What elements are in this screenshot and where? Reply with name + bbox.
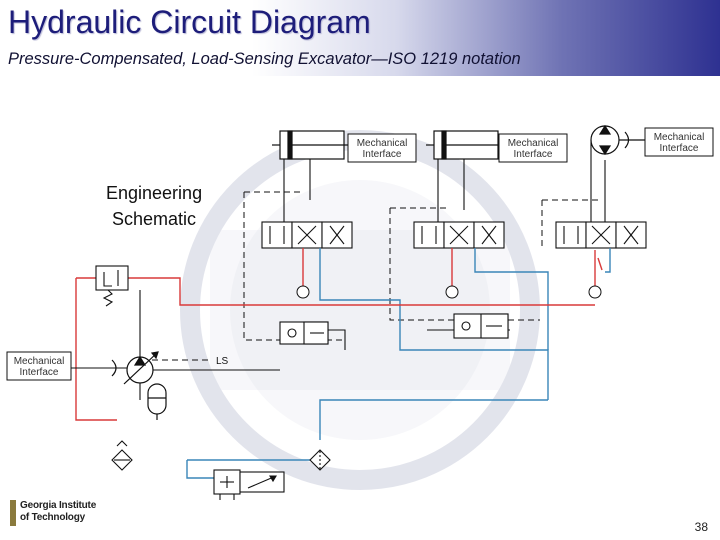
variable-pump: [111, 351, 159, 385]
watermark-seal: [180, 130, 540, 490]
check-valve-block: [213, 469, 241, 500]
slide-subtitle: Pressure-Compensated, Load-Sensing Excav…: [8, 50, 521, 68]
svg-text:Interface: Interface: [363, 149, 402, 160]
logo-line-2: of Technology: [20, 512, 85, 523]
logo-mark: [10, 500, 16, 526]
mech-interface-box-1: Mechanical Interface: [347, 133, 417, 163]
slide-title: Hydraulic Circuit Diagram: [8, 4, 371, 40]
georgia-tech-logo: Georgia Institute of Technology: [6, 498, 118, 532]
logo-line-1: Georgia Institute: [20, 500, 97, 511]
tank-filter: [111, 440, 133, 471]
ls-label: LS: [216, 356, 229, 367]
svg-text:Mechanical: Mechanical: [14, 356, 65, 367]
mech-interface-box-4: Mechanical Interface: [6, 351, 72, 381]
hydraulic-motor: [590, 124, 645, 156]
valve-bank-1: [261, 221, 353, 249]
valve-bank-2: [413, 221, 505, 249]
compensator-valve-1: [279, 321, 329, 345]
mech-interface-box-2: Mechanical Interface: [498, 133, 568, 163]
svg-text:Mechanical: Mechanical: [654, 132, 705, 143]
return-lines: [186, 248, 611, 479]
junction-circles: [296, 285, 602, 299]
compensator-valve-2: [453, 313, 509, 339]
accumulator: [147, 383, 167, 420]
cylinder-2: [426, 130, 506, 160]
svg-text:Interface: Interface: [20, 367, 59, 378]
cylinder-1: [272, 130, 352, 160]
signal-lines: [71, 140, 606, 460]
svg-text:Mechanical: Mechanical: [357, 138, 408, 149]
bypass-valve: [239, 471, 285, 493]
title-banner: [0, 0, 720, 76]
svg-text:Interface: Interface: [514, 149, 553, 160]
caption-engineering: Engineering: [106, 183, 202, 203]
page-number: 38: [694, 520, 708, 534]
valve-bank-3: [555, 221, 647, 249]
svg-text:Interface: Interface: [660, 143, 699, 154]
svg-text:Mechanical: Mechanical: [508, 138, 559, 149]
relief-valve: [95, 265, 129, 307]
caption-schematic: Schematic: [112, 209, 196, 229]
return-filter: [309, 449, 331, 471]
mech-interface-box-3: Mechanical Interface: [644, 127, 714, 157]
